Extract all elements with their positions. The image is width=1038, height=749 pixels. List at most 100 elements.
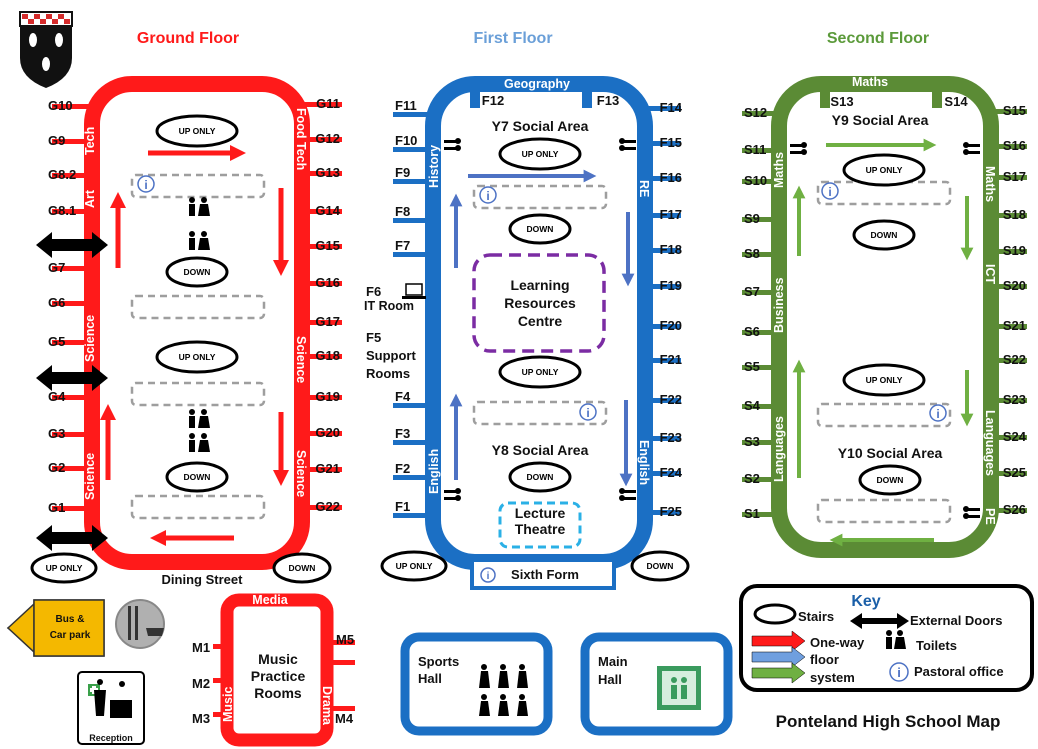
sports-hall-label: Sports <box>418 654 459 669</box>
section-label: PE <box>983 508 997 525</box>
pastoral-office-icon: i <box>137 175 155 193</box>
stairs-oval: DOWN <box>508 213 572 245</box>
room-label: G6 <box>48 295 65 310</box>
room-label: F4 <box>395 389 411 404</box>
sports-hall-label: Hall <box>418 671 442 686</box>
media-label: Media <box>252 593 288 607</box>
stairs-oval: DOWN <box>852 219 916 251</box>
bus-label: Bus & <box>56 614 85 625</box>
second-floor-title: Second Floor <box>827 30 929 47</box>
main-hall-label: Hall <box>598 672 622 687</box>
social-area-label: Y9 Social Area <box>832 112 929 128</box>
room-label: S17 <box>1003 169 1026 184</box>
room-label: M2 <box>192 676 210 691</box>
room-label: G13 <box>315 165 340 180</box>
stairs-label: UP ONLY <box>866 375 903 385</box>
room-label: F21 <box>660 352 682 367</box>
stairs-label: UP ONLY <box>46 563 83 573</box>
stairs-oval: UP ONLY <box>498 355 582 389</box>
section-label: Maths <box>852 75 888 89</box>
room-label: M4 <box>335 711 354 726</box>
dining-icon <box>115 599 165 649</box>
room-label: M3 <box>192 711 210 726</box>
lrc-label: Learning <box>510 277 569 293</box>
room-label: G5 <box>48 334 65 349</box>
map-title: Ponteland High School Map <box>776 712 1001 731</box>
social-area-label: Y10 Social Area <box>838 445 943 461</box>
section-label: Food Tech <box>294 108 308 170</box>
main-hall <box>580 632 733 736</box>
music-rooms-label: Music <box>258 651 298 667</box>
lrc-label: Resources <box>504 295 576 311</box>
room-label: S5 <box>744 359 760 374</box>
svg-text:i: i <box>486 189 489 203</box>
sixth-form-label: Sixth Form <box>511 567 579 582</box>
room-label: F11 <box>395 98 417 113</box>
stairs-oval: UP ONLY <box>498 137 582 171</box>
second-floor: i i <box>742 76 1027 558</box>
stairs-oval: DOWN <box>165 461 229 493</box>
svg-text:i: i <box>897 665 901 680</box>
ground-floor-title: Ground Floor <box>137 30 239 47</box>
room-label: F7 <box>395 238 410 253</box>
lrc-label: Centre <box>518 313 563 329</box>
stairs-label: DOWN <box>647 561 674 571</box>
room-label: S18 <box>1003 207 1026 222</box>
room-label: F18 <box>660 242 682 257</box>
bus-car-park-sign <box>6 599 105 657</box>
sports-figures-icon <box>479 664 528 716</box>
svg-text:i: i <box>936 407 939 421</box>
section-label: History <box>427 145 441 188</box>
key-oneway-label: One-way <box>810 635 865 650</box>
section-label: Languages <box>983 410 997 476</box>
room-label: S10 <box>744 173 767 188</box>
room-label: S12 <box>744 105 767 120</box>
room-label: S1 <box>744 506 760 521</box>
room-label: G11 <box>316 96 340 111</box>
room-label: G7 <box>48 260 65 275</box>
section-label: Languages <box>772 416 786 482</box>
room-label: S24 <box>1003 429 1027 444</box>
room-label: M1 <box>192 640 210 655</box>
room-label: F15 <box>660 135 682 150</box>
stairs-label: UP ONLY <box>396 561 433 571</box>
room-label: G22 <box>315 499 340 514</box>
pastoral-office-icon: i <box>821 182 839 200</box>
first-floor: i i i <box>393 76 681 590</box>
room-label: G20 <box>315 425 340 440</box>
room-label: F14 <box>660 100 683 115</box>
room-label: F20 <box>660 318 682 333</box>
stairs-label: UP ONLY <box>179 126 216 136</box>
room-label: G4 <box>48 389 66 404</box>
stairs-label: DOWN <box>527 224 554 234</box>
key-legend: i <box>739 584 1034 692</box>
stairs-label: DOWN <box>877 475 904 485</box>
room-label: S15 <box>1003 103 1026 118</box>
room-label: G8.1 <box>48 203 76 218</box>
stairs-label: DOWN <box>184 472 211 482</box>
section-label: Maths <box>772 152 786 188</box>
stairs-oval: UP ONLY <box>30 552 98 584</box>
music-rooms-label: Rooms <box>254 685 302 701</box>
section-label: Business <box>772 277 786 333</box>
social-area-label: Y8 Social Area <box>492 442 589 458</box>
support-rooms-label: Rooms <box>366 366 410 381</box>
computer-icon <box>402 283 426 299</box>
room-label: G15 <box>315 238 340 253</box>
room-label: F12 <box>482 93 504 108</box>
music-rooms-label: Practice <box>251 668 306 684</box>
room-label: S9 <box>744 211 760 226</box>
reception-icon <box>77 671 145 745</box>
room-label: S19 <box>1003 243 1026 258</box>
stairs-oval: UP ONLY <box>155 114 239 148</box>
room-label: F10 <box>395 133 417 148</box>
room-label: S20 <box>1003 278 1026 293</box>
room-label: F2 <box>395 461 410 476</box>
room-label: G14 <box>315 203 340 218</box>
section-label: English <box>637 440 651 485</box>
room-label: F13 <box>597 93 619 108</box>
main-hall-label: Main <box>598 654 628 669</box>
room-label: G19 <box>315 389 340 404</box>
room-label: S25 <box>1003 465 1026 480</box>
room-label: S21 <box>1003 318 1026 333</box>
